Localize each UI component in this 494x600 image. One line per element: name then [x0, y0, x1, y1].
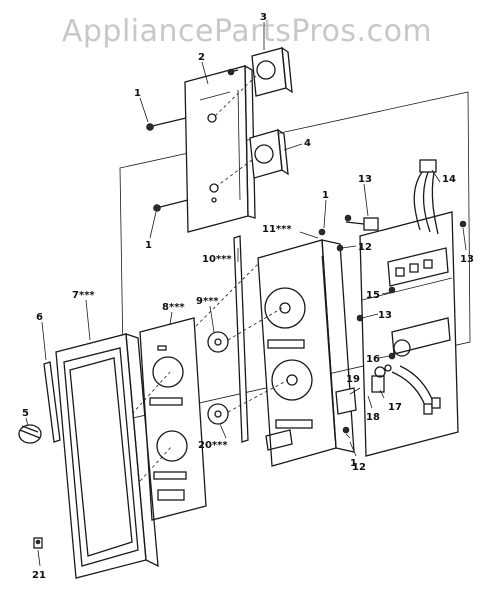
part-21-clip: [33, 537, 43, 549]
label-part-16: 16: [366, 354, 380, 365]
label-part-17: 17: [388, 402, 402, 413]
label-part-13-b: 13: [460, 254, 474, 265]
leader-lines: [25, 22, 467, 567]
label-part-7: 7***: [72, 290, 95, 301]
label-part-10: 10***: [202, 254, 232, 265]
part-9-disc: [207, 331, 229, 353]
label-part-1-b: 1: [145, 240, 152, 251]
label-part-12-b: 12: [352, 462, 366, 473]
part-20-disc: [207, 403, 229, 425]
label-part-1-d: 1: [350, 458, 357, 469]
label-part-2: 2: [198, 52, 205, 63]
label-part-19: 19: [346, 374, 360, 385]
label-part-13-a: 13: [358, 174, 372, 185]
label-part-9: 9***: [196, 296, 219, 307]
label-part-18: 18: [366, 412, 380, 423]
label-part-1-c: 1: [322, 190, 329, 201]
label-part-15: 15: [366, 290, 380, 301]
watermark: AppliancePartsPros.com: [61, 14, 433, 49]
label-part-20: 20***: [198, 440, 228, 451]
label-part-14: 14: [442, 174, 456, 185]
label-part-8: 8***: [162, 302, 185, 313]
part-4-encoder: [216, 128, 289, 187]
part-8-inner-panel: [139, 317, 207, 521]
label-part-12-a: 12: [358, 242, 372, 253]
screw-1-upper: [146, 68, 239, 212]
label-part-13-c: 13: [378, 310, 392, 321]
label-part-11: 11***: [262, 224, 292, 235]
main-frame: [257, 239, 355, 467]
label-part-4: 4: [304, 138, 311, 149]
part-10-strip: [233, 235, 249, 443]
part-14-right-board: [359, 211, 459, 457]
part-5-knob: [18, 424, 42, 444]
part-labels: 1 1 1 1 2 3 4 5 6 7*** 8*** 9*** 10*** 1…: [22, 12, 474, 581]
part-2-circuit-board: [184, 64, 256, 233]
label-part-3: 3: [260, 12, 267, 23]
part-7-bezel: [55, 333, 159, 579]
frame-screws: [318, 214, 467, 434]
label-part-1-a: 1: [134, 88, 141, 99]
lower-right-components: [335, 364, 441, 415]
part-3-encoder: [214, 46, 293, 117]
label-part-21: 21: [32, 570, 46, 581]
label-part-6: 6: [36, 312, 43, 323]
label-part-5: 5: [22, 408, 29, 419]
wire-harness: [345, 159, 439, 235]
part-6-strip: [43, 361, 61, 443]
